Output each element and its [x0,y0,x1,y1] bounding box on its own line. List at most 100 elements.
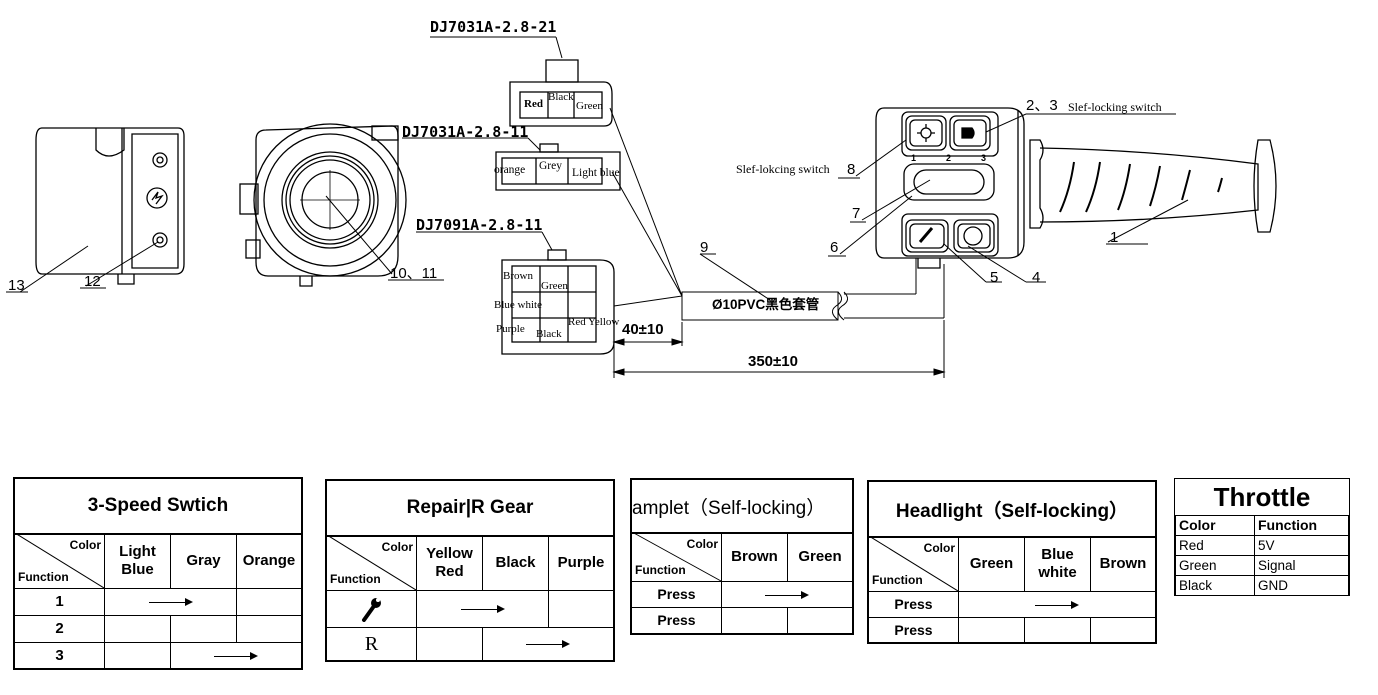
wrench-icon [361,598,381,622]
callout-4: 4 [1032,269,1041,286]
callout-1: 1 [1110,229,1119,246]
table-row: Green Signal [1175,555,1349,576]
table-row: Red 5V [1175,535,1349,556]
connector-11-part-no: DJ7031A-2.8-11 [402,123,529,141]
connector-21-part-no: DJ7031A-2.8-21 [430,18,557,36]
column-header: Color [1175,515,1255,536]
empty-cell [549,591,613,628]
wire-label: Green [576,100,603,112]
table-title: Repair|R Gear [327,481,613,537]
empty-cell [959,618,1025,642]
lamplet-table: amplet（Self-locking） Color Function Brow… [630,478,854,635]
wire-label: Purple [496,323,525,335]
connector-21 [509,59,613,127]
connection-cell [105,589,237,616]
row-label: Press [632,582,722,608]
column-header: Purple [549,535,613,591]
connector-11 [495,143,621,191]
column-header: Yellow Red [417,535,483,591]
speed-switch-table: 3-Speed Swtich Color Function Light Blue… [13,477,303,670]
table-cell: Green [1175,555,1255,576]
empty-cell [1091,618,1155,642]
leader-9 [699,253,771,301]
corner-color-label: Color [923,541,955,555]
callout-2-3-text: Slef-locking switch [1068,100,1162,114]
row-label: 1 [15,589,105,616]
row-label-r: R [327,628,417,660]
column-header: Gray [171,533,237,589]
corner-color-label: Color [686,537,718,551]
empty-cell [171,616,237,643]
position-label: 2 [946,153,952,163]
corner-cell: Color Function [15,533,105,589]
table-row: Black GND [1175,575,1349,596]
connector-911-part-no: DJ7091A-2.8-11 [416,216,543,234]
wire-label: Black [548,91,574,103]
wire-label: Blue white [494,299,542,311]
wire-label: Brown [503,270,533,282]
table-title: amplet（Self-locking） [632,480,852,534]
table-cell: GND [1254,575,1349,596]
callout-12: 12 [84,273,101,290]
column-header: Light Blue [105,533,171,589]
wire-label: Grey [539,160,562,172]
connection-cell [959,592,1155,618]
empty-cell [722,608,788,633]
corner-cell: Color Function [327,535,417,591]
column-header: Black [483,535,549,591]
callout-6: 6 [830,239,839,256]
row-label: Press [869,592,959,618]
table-header-row: Color Function [1175,515,1349,536]
connection-cell [722,582,852,608]
arrow-icon [460,604,505,614]
empty-cell [417,628,483,660]
empty-cell [105,616,171,643]
corner-function-label: Function [18,569,69,584]
column-header: Blue white [1025,536,1091,592]
throttle-grip [1029,139,1277,233]
callout-13: 13 [8,277,25,294]
leader-10-11 [325,195,393,275]
table-title: Throttle [1213,481,1311,512]
corner-function-label: Function [635,562,686,577]
callout-8-text: Slef-lokcing switch [736,162,830,176]
arrow-icon [1035,600,1079,610]
corner-function-label: Function [330,571,381,586]
callout-10-11: 10、11 [390,265,438,282]
column-header: Function [1254,515,1349,536]
wire-label: Light blue [572,167,620,179]
callout-7: 7 [852,205,861,222]
leader-13 [19,245,89,293]
connection-cell [417,591,549,628]
end-view-housing [239,123,407,287]
corner-cell: Color Function [869,536,959,592]
dimension-lines [612,320,946,378]
wire-label: orange [494,164,526,176]
callout-5: 5 [990,269,999,286]
row-label: Press [869,618,959,642]
position-label: 1 [911,153,917,163]
wire-harness [609,107,945,321]
row-label: Press [632,608,722,633]
column-header: Green [788,532,852,582]
repair-gear-table: Repair|R Gear Color Function Yellow Red … [325,479,615,662]
wire-label: Green [541,280,568,292]
column-header: Green [959,536,1025,592]
dimension-short: 40±10 [622,321,664,338]
empty-cell [788,608,852,633]
table-cell: Red [1175,535,1255,556]
arrow-icon [214,651,258,661]
row-label: 2 [15,616,105,643]
empty-cell [105,643,171,668]
row-label-repair [327,591,417,628]
table-cell: Signal [1254,555,1349,576]
arrow-icon [148,597,193,607]
corner-cell: Color Function [632,532,722,582]
row-label: 3 [15,643,105,668]
title-prefix: amplet（Self-locking） [632,497,826,519]
wire-label: Red Yellow [568,316,620,328]
leader-12 [85,241,159,287]
position-label: 3 [981,153,987,163]
table-title: Headlight（Self-locking） [869,482,1155,538]
empty-cell [237,616,301,643]
